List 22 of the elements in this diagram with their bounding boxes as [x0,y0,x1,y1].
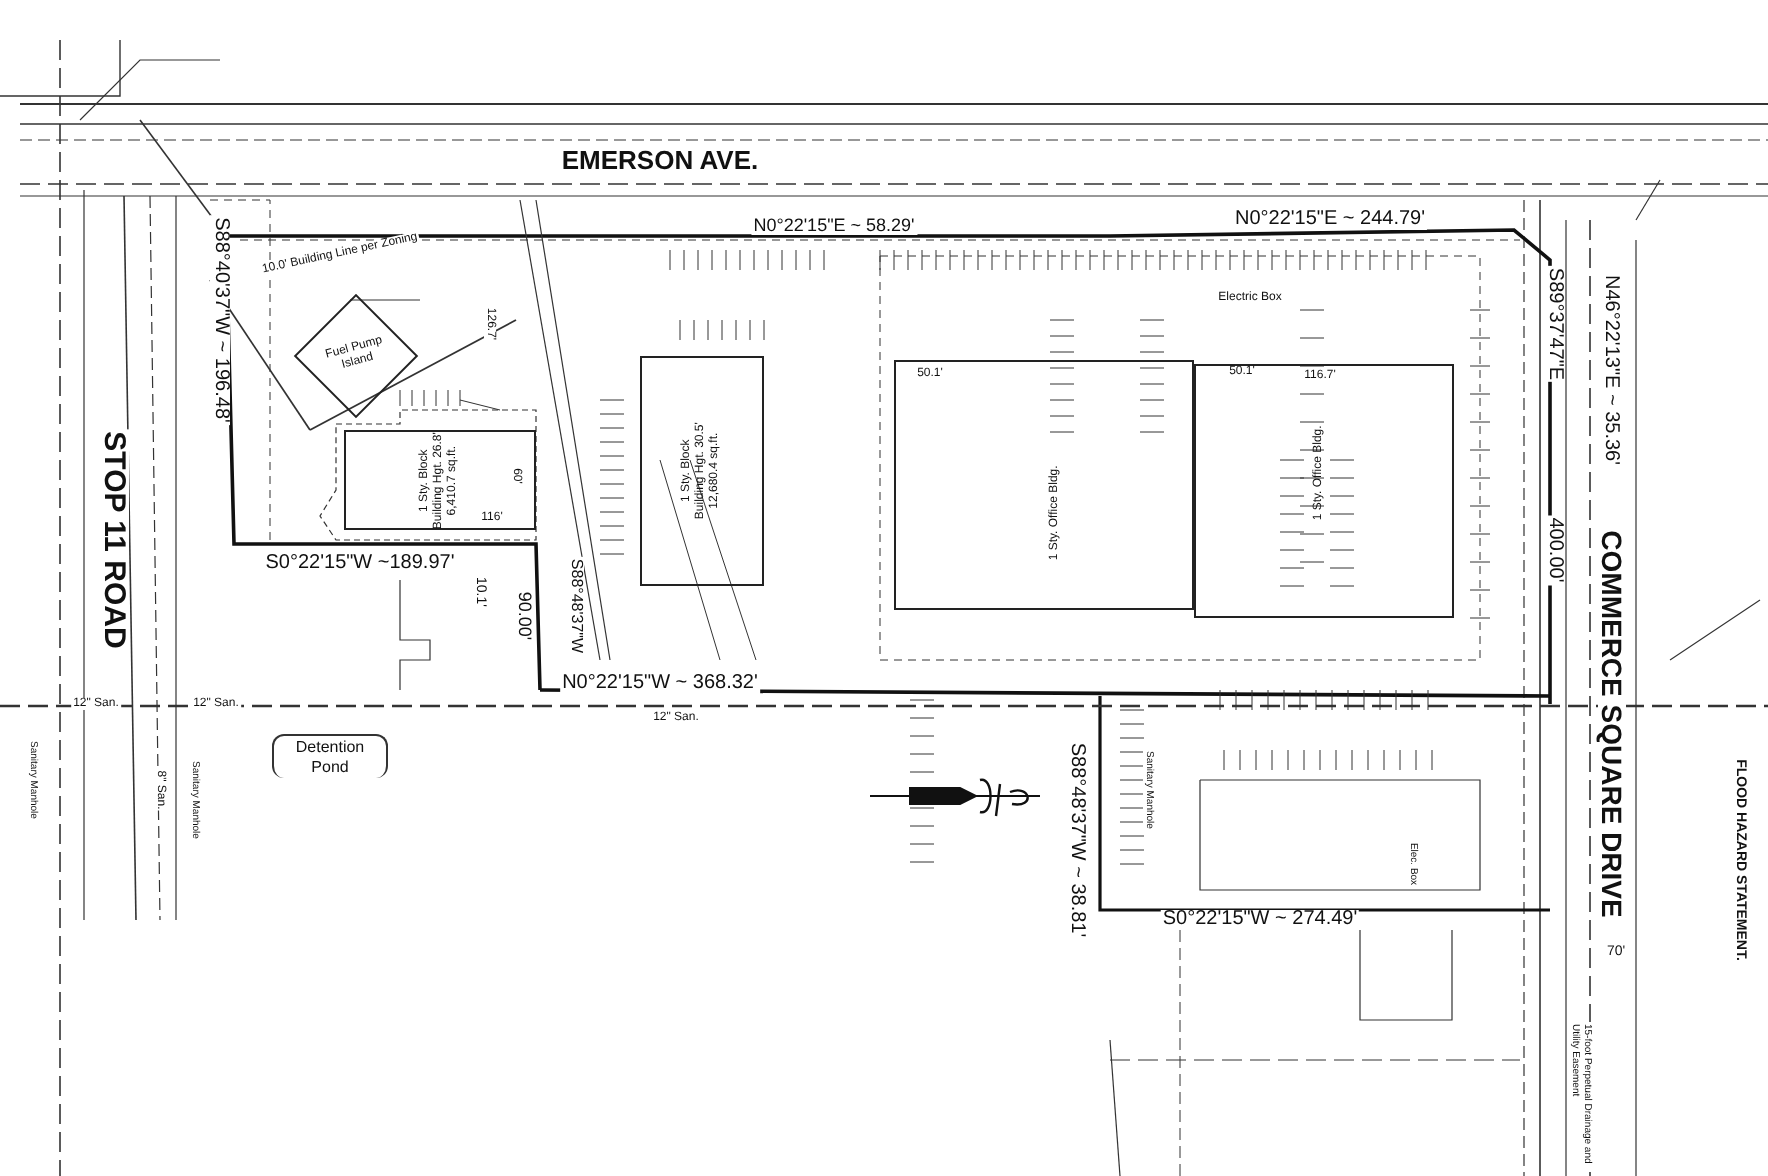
street-name: STOP 11 ROAD [99,429,129,651]
bearing-label: S0°22'15"W ~189.97' [263,554,457,574]
bearing-label: N0°22'15"E ~ 244.79' [1232,210,1428,230]
building-footprint [894,360,1194,610]
bearing-label: S0°22'15"W ~ 274.49' [1160,910,1360,930]
dimension-label: 90.00' [515,589,533,643]
bearing-label: N46°22'13"E ~ 35.36' [1600,272,1620,468]
street-name: COMMERCE SQUARE DRIVE [1598,528,1626,920]
building-label: Detention Pond [293,738,367,776]
building-footprint [640,356,764,586]
dimension-label: 400.00' [1544,515,1564,585]
fuel-pump-island [293,293,419,419]
building-footprint [1194,364,1454,618]
bearing-label: S88°48'37"W [568,556,584,656]
bearing-label: S89°37'47"E [1544,265,1564,383]
bearing-label: S88°40'37"W ~ 196.48' [210,215,230,425]
detention-pond [272,734,388,778]
bearing-label: N0°22'15"W ~ 368.32' [560,674,760,694]
building-footprint [344,430,536,530]
bearing-label: S88°48'37"W ~ 38.81' [1066,740,1086,940]
bearing-label: N0°22'15"E ~ 58.29' [751,217,917,235]
street-name: EMERSON AVE. [559,147,761,173]
